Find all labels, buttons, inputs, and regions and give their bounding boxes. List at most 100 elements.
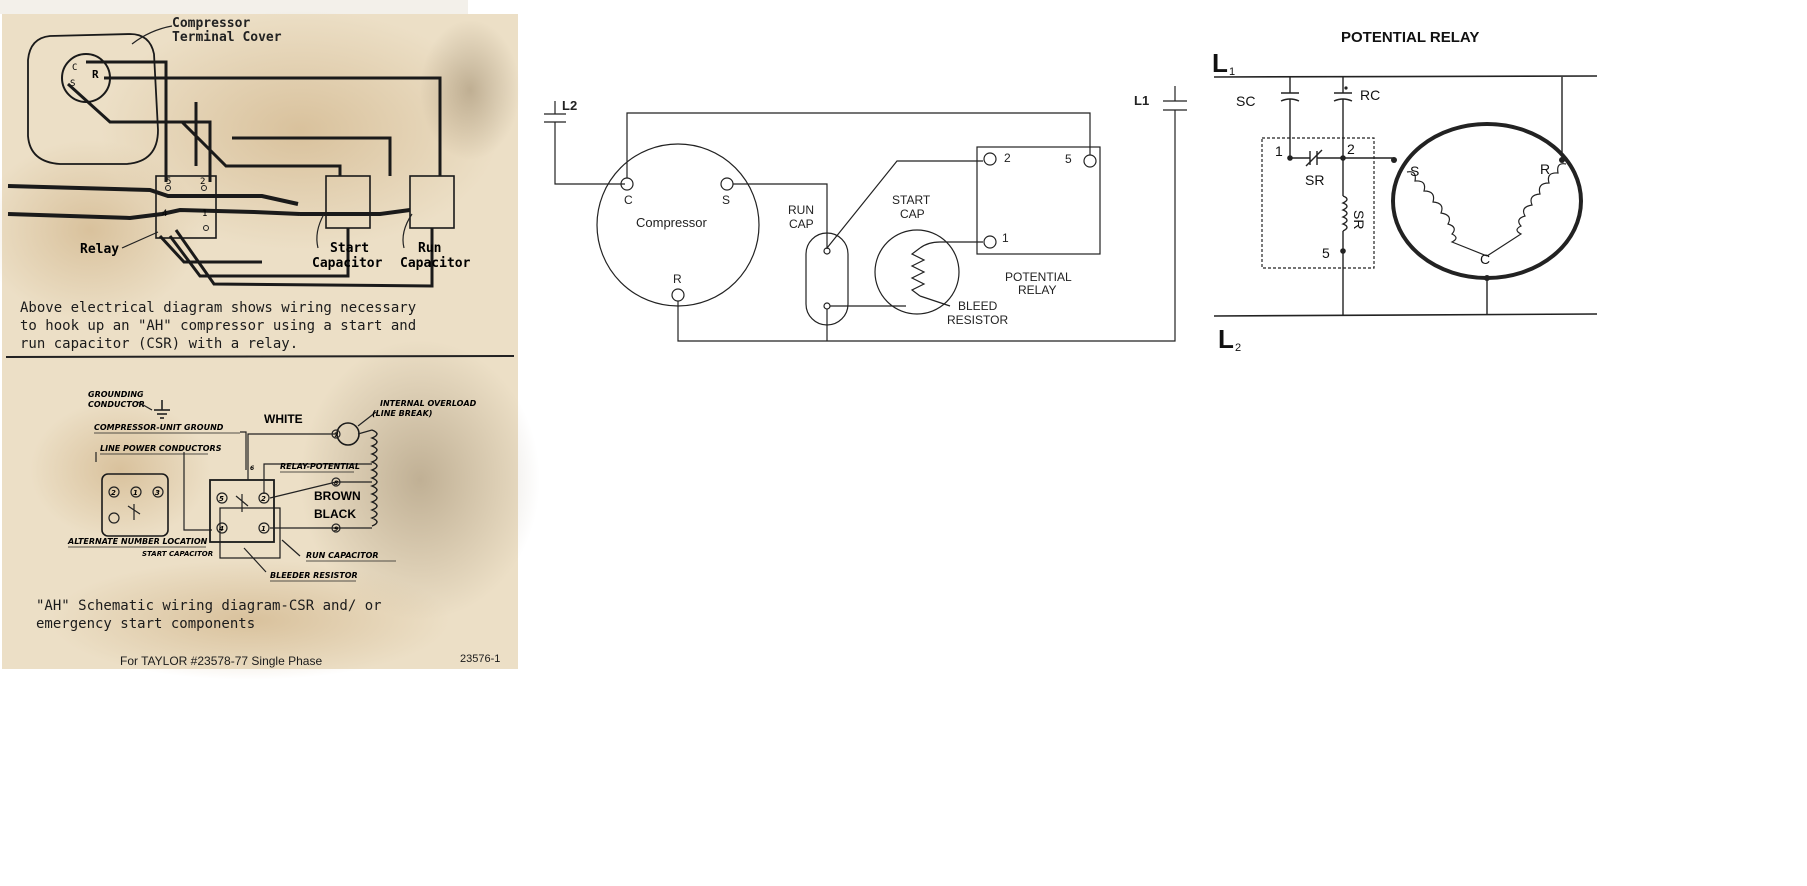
relay-terminal-dot <box>165 185 171 191</box>
relay-box <box>155 175 217 239</box>
grounding-conductor-label: GROUNDING <box>88 390 144 399</box>
node-1-label: 1 <box>1275 143 1283 159</box>
ground-leader <box>137 401 153 411</box>
potential-relay-box <box>976 146 1101 255</box>
paper-stain <box>100 10 500 250</box>
wire <box>180 120 342 176</box>
overload-terminal <box>331 523 341 533</box>
overload-terminal <box>331 429 341 439</box>
line-conductor <box>7 184 299 206</box>
l1-bus <box>1213 75 1598 78</box>
top-caption-line: run capacitor (CSR) with a relay. <box>20 336 298 352</box>
relay-terminal-1-label: 1 <box>1002 231 1009 245</box>
alternate-number-location-label: ALTERNATE NUMBER LOCATION <box>67 537 208 546</box>
run-cap-label: CAP <box>789 217 814 231</box>
paper-stain <box>50 560 450 680</box>
footer-text: For TAYLOR #23578-77 Single Phase <box>120 654 322 668</box>
section-divider <box>5 355 515 358</box>
compressor-label: Compressor <box>636 215 707 230</box>
motor-winding <box>370 429 378 527</box>
start-cap-circle <box>874 229 960 315</box>
wire <box>826 160 983 249</box>
relay-contact <box>235 494 249 512</box>
junction-dot <box>1484 275 1490 281</box>
start-winding <box>1406 171 1488 257</box>
terminal-c-label: C <box>624 193 633 207</box>
start-cap-leader <box>316 213 325 249</box>
motor-c-label: C <box>1480 251 1490 267</box>
relay-terminal-dot <box>201 185 207 191</box>
relay-terminal-5: 5 <box>166 177 171 187</box>
sc-label: SC <box>1236 93 1255 109</box>
junction-dot <box>1391 157 1397 163</box>
top-strip <box>0 0 468 14</box>
relay-label: Relay <box>80 242 119 257</box>
relay-terminal-dot <box>203 225 209 231</box>
wire <box>174 228 434 288</box>
middle-panel: L2 Compressor C S R RUN CAP START CAP BL… <box>544 86 1187 342</box>
run-cap-leader <box>402 213 413 249</box>
start-cap-label: CAP <box>900 207 925 221</box>
bleed-resistor-zigzag <box>910 247 926 297</box>
bleed-resistor-label: BLEED <box>958 299 998 313</box>
relay-terminal-number: 5 <box>219 495 224 503</box>
alt-terminal-number: 3 <box>155 489 160 497</box>
alternate-terminal-block <box>101 473 169 537</box>
wire <box>263 463 372 494</box>
paper-stain <box>420 20 520 160</box>
wire <box>733 183 828 249</box>
l2-subscript: 2 <box>1235 342 1241 354</box>
grounding-conductor-label: CONDUCTOR <box>88 400 145 409</box>
alt-terminal-number: 1 <box>133 489 138 497</box>
line-power-conductors-label: LINE POWER CONDUCTORS <box>100 444 222 453</box>
relay-potential-label: RELAY-POTENTIAL <box>280 462 360 471</box>
document-code: 23576-1 <box>460 653 500 665</box>
compressor-unit-ground-label: COMPRESSOR-UNIT GROUND <box>94 423 224 432</box>
terminal-cover-outline <box>27 33 159 165</box>
junction-dot <box>1340 248 1346 254</box>
bleed-leader <box>919 295 951 307</box>
wire <box>357 429 373 435</box>
right-panel: POTENTIAL RELAY L 1 L 2 <box>1212 29 1598 354</box>
potential-relay-box <box>209 479 275 543</box>
relay-terminal-1: 1 <box>202 209 207 219</box>
run-cap-label: RUN <box>788 203 814 217</box>
alt-terminal-number: 2 <box>111 489 116 497</box>
relay-terminal-4: 4 <box>162 209 167 219</box>
alt-terminal <box>108 486 120 498</box>
alt-terminal <box>152 486 164 498</box>
terminal-letter-s: S <box>70 79 75 89</box>
internal-overload-leader <box>357 411 377 427</box>
wire <box>554 122 625 185</box>
bottom-caption-line: emergency start components <box>36 616 255 632</box>
sr-contact-label: SR <box>1305 172 1324 188</box>
wire <box>247 433 336 480</box>
run-capacitor-leader <box>281 539 301 557</box>
start-cap-label: Capacitor <box>312 256 383 271</box>
relay-terminal-2-label: 2 <box>1004 151 1011 165</box>
bottom-caption-line: "AH" Schematic wiring diagram-CSR and/ o… <box>36 598 382 614</box>
l1-subscript: 1 <box>1229 66 1235 78</box>
junction-dot <box>1287 155 1293 161</box>
paper-stain <box>300 340 540 620</box>
l2-label: L <box>1218 324 1234 354</box>
motor-s-label: S <box>1410 163 1419 179</box>
sr-coil-label: SR <box>1351 210 1367 229</box>
motor-r-label: R <box>1540 161 1550 177</box>
relay-terminal-number: 2 <box>261 495 266 503</box>
paper-stain <box>30 400 210 540</box>
wire <box>677 110 1176 342</box>
sr-contact-slash <box>1305 149 1323 167</box>
terminal-s-label: S <box>722 193 730 207</box>
start-cap-label: Start <box>330 241 369 256</box>
wire <box>626 112 1091 178</box>
run-cap-terminal <box>823 302 831 310</box>
wire <box>232 136 392 176</box>
l2-bus <box>1213 313 1598 317</box>
wire <box>269 481 372 499</box>
sr-coil <box>1341 195 1348 232</box>
terminal-r <box>671 288 685 302</box>
bleed-resistor-label: RESISTOR <box>947 313 1008 327</box>
top-caption-line: to hook up an "AH" compressor using a st… <box>20 318 416 334</box>
wire <box>158 234 262 264</box>
